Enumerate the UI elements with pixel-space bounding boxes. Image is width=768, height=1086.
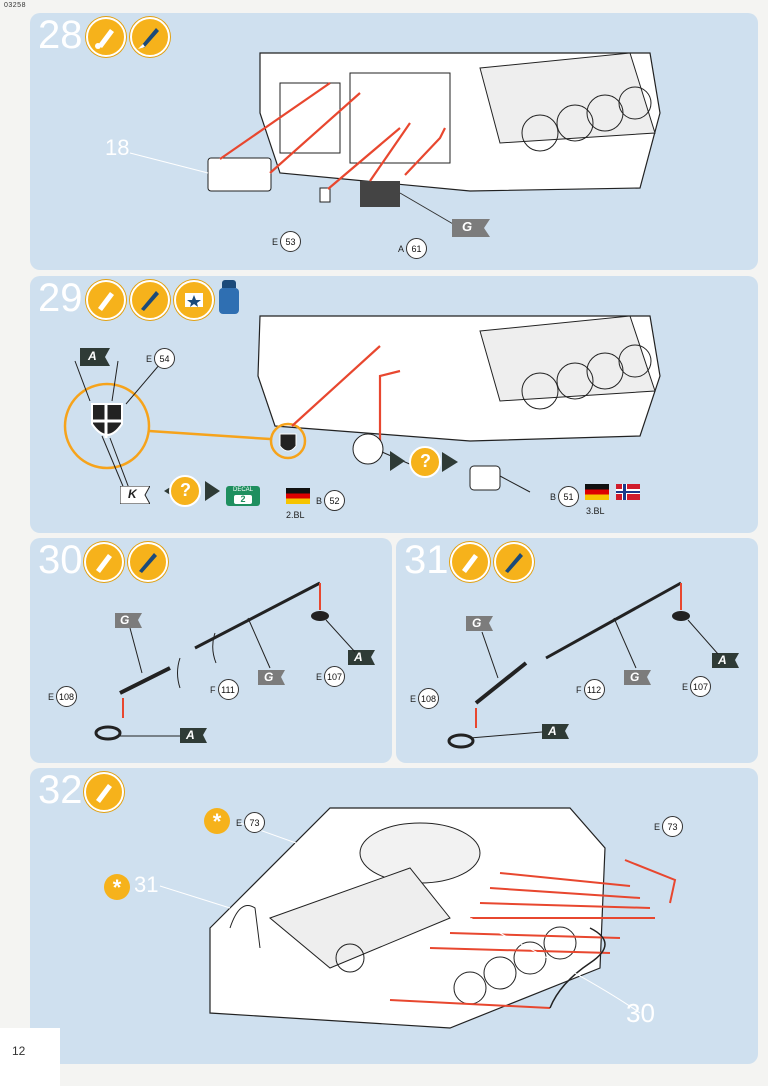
glue-icon [86,17,126,57]
step-number: 28 [38,13,83,57]
paint-brush-icon [128,542,168,582]
color-flag-k-label: K [128,487,137,501]
decal-icon [174,280,214,320]
step-icons [84,772,124,812]
camo-variant-right: 3.BL [586,506,605,516]
glue-icon [450,542,490,582]
flag-norway [616,484,640,500]
paint-brush-icon [494,542,534,582]
question-mark-right: ? [420,451,431,471]
step-29-illustration [63,315,661,507]
paint-brush-icon [130,280,170,320]
step-number: 29 [38,276,83,320]
color-flag-a-label: A [88,349,97,363]
color-flag-g-mid: G [630,670,640,684]
document-code: 03258 [4,2,26,9]
color-flag-g-label: G [462,219,473,234]
color-flag-a [80,348,110,366]
reference-step-31: 31 [134,872,159,897]
color-flag-k [120,486,150,504]
step-30-illustration [94,581,375,743]
flag-germany-left [286,488,310,504]
color-flag-g-mid: G [264,670,274,684]
decal-softener-bottle-icon [218,280,240,316]
step-32-illustration [159,807,677,1029]
repeat-step-icon-left: * [104,874,130,900]
question-mark-left: ? [180,480,191,500]
step-31-illustration [447,581,739,749]
step-icons [84,542,168,582]
color-flag-a-right: A [354,650,363,664]
step-icons [86,17,170,57]
color-flag-g-top: G [120,613,130,627]
page-number-box: 12 [0,1028,60,1086]
camo-variant-left: 2.BL [286,510,305,520]
flag-germany-right [585,484,609,500]
step-number: 31 [404,538,449,582]
step-icons [450,542,534,582]
part-callout-18: 18 [105,135,130,160]
color-flag-g [452,219,490,237]
color-flag-a-bottom: A [186,728,195,742]
step-number: 32 [38,768,83,812]
color-flag-a-bottom: A [548,724,557,738]
color-flag-g-top: G [472,616,482,630]
step-number: 30 [38,538,83,582]
color-flag-a-right: A [718,653,727,667]
glue-icon [84,542,124,582]
glue-icon [84,772,124,812]
reference-step-30: 30 [626,998,655,1028]
glue-icon [86,280,126,320]
paint-brush-icon [130,17,170,57]
step-icons [86,280,240,320]
step-28-illustration [129,52,661,229]
page-number: 12 [12,1044,26,1058]
repeat-step-icon-top: * [204,808,230,834]
